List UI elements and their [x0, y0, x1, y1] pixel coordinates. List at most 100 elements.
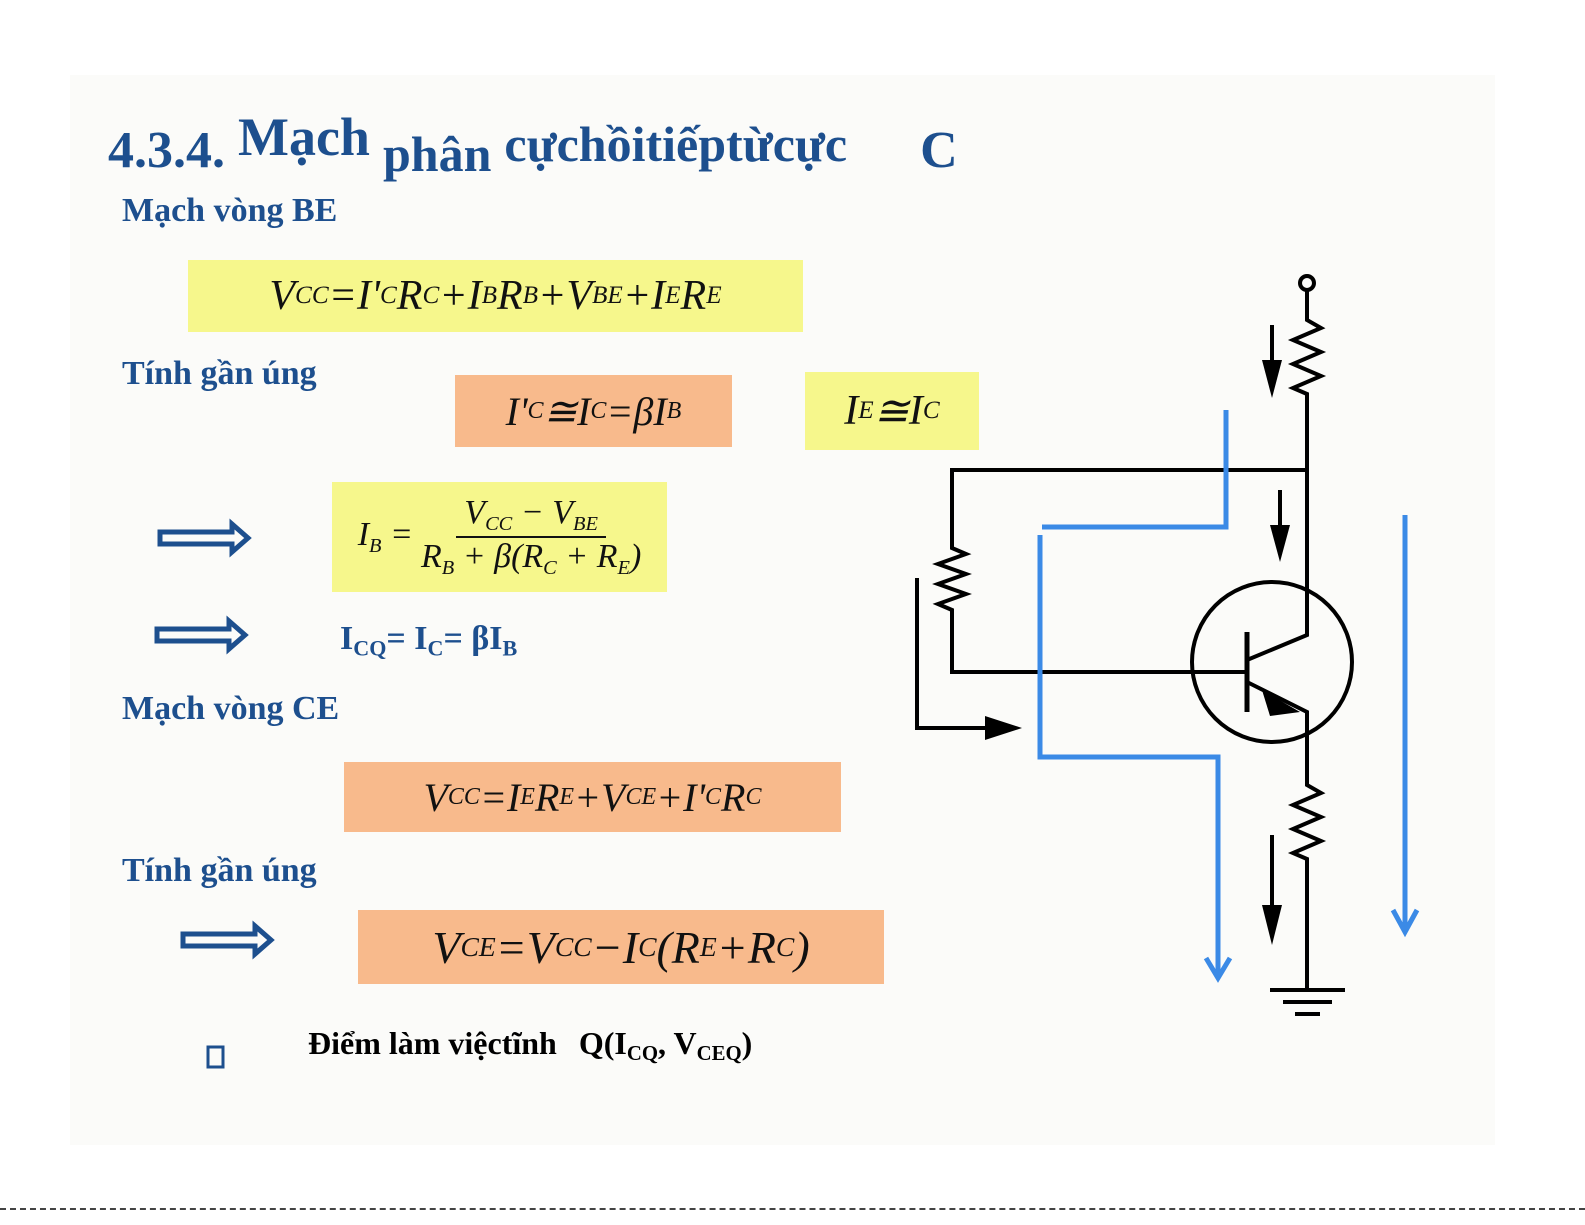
title-number: 4.3.4.	[108, 122, 225, 179]
formula-subscript: E	[706, 282, 722, 309]
formula-symbol: R	[747, 921, 776, 973]
icq-text: I	[340, 620, 354, 657]
formula-symbol: =	[381, 515, 413, 553]
q-point-label: Điểm làm việctĩnh	[308, 1025, 557, 1061]
re-resistor-icon	[1246, 680, 1327, 988]
formula-symbol: R	[534, 774, 560, 820]
formula-symbol: −	[591, 921, 623, 973]
formula-subscript: C	[922, 397, 940, 424]
formula-symbol: R	[420, 538, 442, 575]
formula-symbol: +	[622, 273, 652, 319]
formula-subscript: E	[699, 931, 717, 962]
formula-subscript: B	[481, 282, 497, 309]
rc-resistor-icon	[1246, 290, 1327, 662]
current-arrow-icon	[1262, 905, 1282, 945]
implies-arrow-icon	[154, 615, 249, 655]
formula-symbol: +	[716, 921, 748, 973]
formula-subscript: E	[520, 783, 535, 810]
formula-symbol: V	[464, 493, 486, 531]
formula-symbol: ≅	[873, 389, 909, 435]
formula-symbol: I	[651, 273, 666, 319]
formula-ib-lhs: IB =	[358, 516, 413, 558]
formula-symbol: I	[506, 774, 521, 820]
icq-equation: ICQ= IC= βIB	[340, 620, 517, 662]
formula-subscript: E	[858, 397, 874, 424]
formula-subscript: BE	[573, 513, 598, 535]
fraction: VCC − VBE RB + β(RC + RE)	[421, 494, 641, 580]
formula-symbol: +	[574, 774, 602, 820]
formula-subscript: C	[705, 783, 722, 810]
formula-symbol: V	[423, 774, 448, 820]
implies-arrow-icon	[157, 518, 252, 558]
formula-symbol: V	[566, 273, 593, 319]
arrowhead-icon	[1203, 956, 1233, 983]
formula-symbol: R	[396, 273, 423, 319]
formula-symbol: I'	[683, 774, 706, 820]
loop-arrows	[1037, 410, 1420, 983]
icq-sub: C	[427, 635, 444, 661]
formula-ib: IB = VCC − VBE RB + β(RC + RE)	[332, 482, 667, 592]
vcc-terminal-icon	[1298, 274, 1316, 292]
icq-text: = βI	[443, 620, 503, 657]
emitter-arrow-icon	[1262, 690, 1300, 716]
formula-subscript: CC	[447, 783, 480, 810]
formula-symbol: I	[577, 388, 591, 434]
formula-subscript: C	[590, 397, 607, 424]
formula-subscript: B	[441, 557, 455, 580]
formula-symbol: I	[357, 515, 370, 553]
formula-subscript: CC	[485, 513, 513, 535]
heading-approx-1: Tính gần úng	[122, 355, 317, 392]
formula-symbol: )	[629, 538, 642, 575]
formula-subscript: C	[422, 282, 440, 309]
formula-symbol: R	[680, 273, 707, 319]
heading-ce-loop: Mạch vòng CE	[122, 690, 340, 727]
formula-symbol: R	[596, 538, 618, 575]
arrowhead-icon	[1390, 908, 1420, 938]
formula-symbol: +	[439, 273, 468, 319]
formula-subscript: C	[638, 931, 657, 962]
formula-symbol: I'	[505, 388, 528, 434]
title-word: phân	[382, 126, 492, 182]
icq-text: = I	[386, 620, 428, 657]
current-arrow-icon	[1270, 525, 1290, 562]
q-point-line: Điểm làm việctĩnh Q(ICQ, VCEQ)	[308, 1025, 752, 1066]
formula-symbol: V	[552, 493, 574, 531]
formula-symbol: +	[538, 273, 567, 319]
formula-subscript: C	[543, 557, 557, 580]
formula-symbol: +	[656, 774, 684, 820]
formula-symbol: βI	[633, 388, 667, 434]
be-loop-arrow	[1037, 410, 1229, 975]
formula-symbol: −	[512, 493, 553, 531]
formula-subscript: C	[527, 397, 544, 424]
formula-symbol: V	[526, 921, 555, 973]
formula-subscript: E	[559, 783, 575, 810]
formula-subscript: E	[665, 282, 681, 309]
heading-be-loop: Mạch vòng BE	[122, 192, 338, 229]
formula-symbol: ≅	[543, 388, 578, 434]
formula-subscript: B	[522, 282, 539, 309]
formula-subscript: CC	[554, 931, 592, 962]
icq-sub: B	[502, 635, 518, 661]
transistor-circuit-diagram	[915, 274, 1354, 1016]
q-point-text: Q(I	[578, 1025, 627, 1061]
formula-symbol: I	[467, 273, 482, 319]
formula-subscript: C	[379, 282, 397, 309]
formula-symbol: =	[606, 388, 634, 434]
title-word: Mạch	[238, 107, 370, 167]
formula-symbol: =	[495, 921, 527, 973]
fraction-numerator: VCC − VBE	[456, 494, 606, 538]
formula-symbol: R	[496, 273, 523, 319]
implies-arrow-icon	[180, 920, 275, 960]
current-arrow-icon	[985, 716, 1022, 740]
formula-subscript: B	[666, 397, 682, 424]
formula-symbol: I	[622, 921, 639, 973]
formula-symbol: V	[269, 273, 296, 319]
formula-symbol: V	[601, 774, 626, 820]
slide-title: 4.3.4. Mạch phân cựchồitiếptừcực C	[108, 107, 958, 182]
fraction-denominator: RB + β(RC + RE)	[421, 538, 641, 580]
formula-subscript: B	[369, 535, 382, 558]
